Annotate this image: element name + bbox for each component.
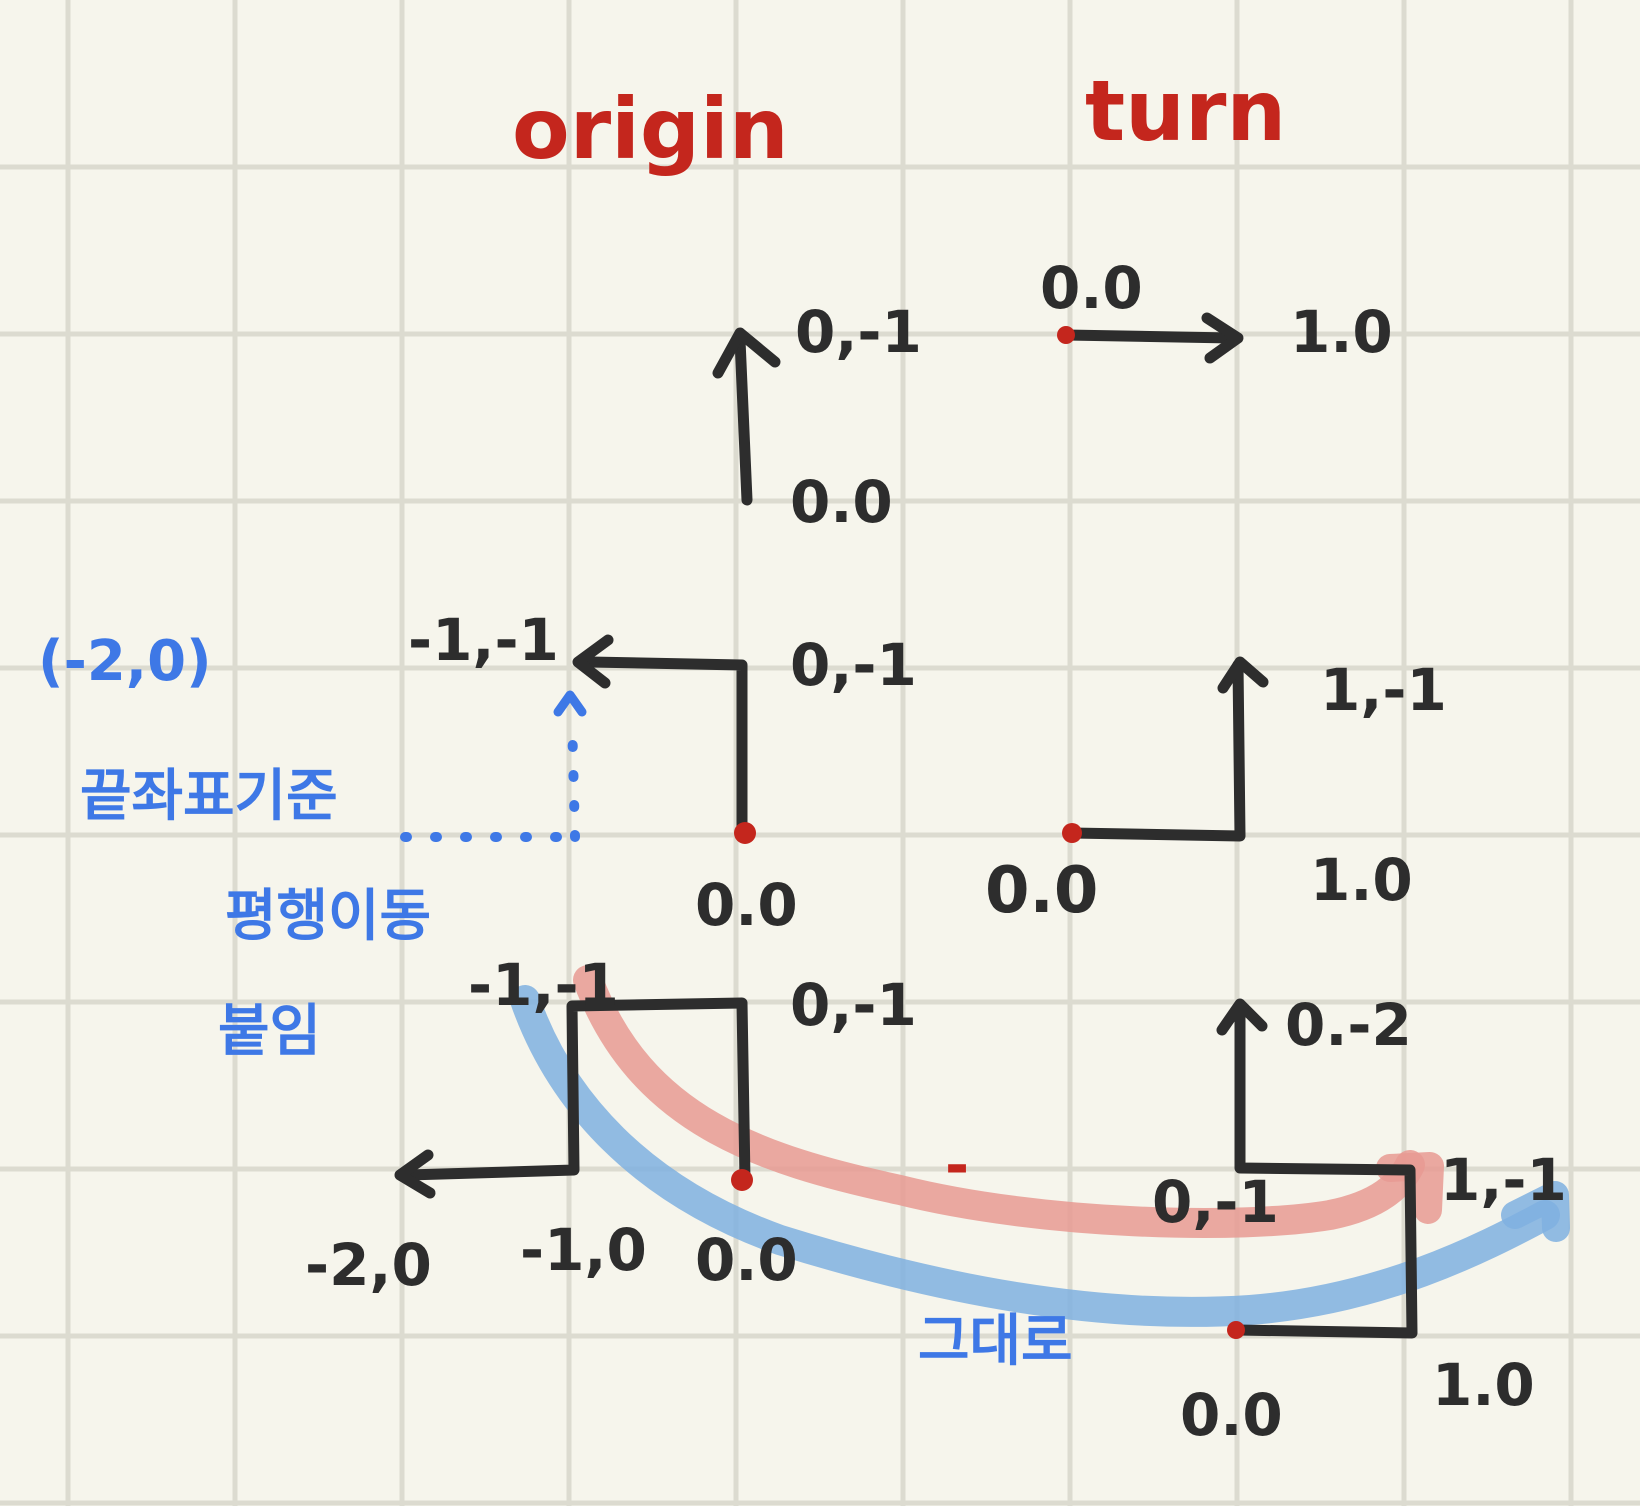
red-highlight-curve bbox=[573, 965, 1425, 1238]
turn-row2-start-label: 0.0 bbox=[985, 854, 1098, 928]
origin-row3-start-dot bbox=[731, 1169, 753, 1191]
turn-row3-mid-left-label: 0,-1 bbox=[1152, 1168, 1279, 1236]
blue-highlight-arrowhead bbox=[1501, 1181, 1570, 1242]
origin-row2-dotted-translation bbox=[400, 713, 580, 842]
origin-row3-top-right-label: 0,-1 bbox=[790, 971, 917, 1039]
origin-row1-tip-label: 0,-1 bbox=[795, 298, 922, 366]
annotation-line2: 평행이동 bbox=[225, 884, 431, 949]
turn-row2-tip-label: 1,-1 bbox=[1320, 656, 1447, 724]
turn-row2-start-dot bbox=[1062, 823, 1082, 843]
turn-row3-path bbox=[1216, 998, 1418, 1339]
header-turn: turn bbox=[1085, 62, 1286, 160]
header-origin: origin bbox=[512, 80, 789, 178]
origin-row1-arrow bbox=[712, 327, 781, 506]
turn-row1-end-label: 1.0 bbox=[1290, 298, 1393, 366]
turn-row3-mid-right-label: 1,-1 bbox=[1440, 1146, 1567, 1214]
annotation-bottom: 그대로 bbox=[918, 1309, 1073, 1374]
origin-row3-x-left-label: -2,0 bbox=[305, 1231, 432, 1299]
origin-row2-left-tip-label: -1,-1 bbox=[408, 606, 559, 674]
turn-row1-start-label: 0.0 bbox=[1040, 254, 1143, 322]
annotation-minus: - bbox=[945, 1131, 969, 1199]
turn-row3-corner-label: 1.0 bbox=[1432, 1351, 1535, 1419]
turn-row3-tip-label: 0.-2 bbox=[1285, 991, 1412, 1059]
blue-highlight-curve bbox=[510, 985, 1560, 1327]
origin-row3-x-origin-label: 0.0 bbox=[695, 1226, 798, 1294]
turn-row3-start-dot bbox=[1227, 1321, 1245, 1339]
turn-row2-path bbox=[1066, 656, 1269, 842]
origin-row3-path bbox=[394, 997, 751, 1199]
origin-row2-start-dot bbox=[734, 822, 756, 844]
origin-row2-path bbox=[572, 634, 748, 836]
origin-row1-base-label: 0.0 bbox=[790, 468, 893, 536]
origin-row3-x-mid-label: -1,0 bbox=[520, 1216, 647, 1284]
turn-row1-start-dot bbox=[1057, 326, 1075, 344]
annotation-line3: 붙임 bbox=[218, 999, 321, 1064]
annotation-line1: 끝좌표기준 bbox=[80, 764, 338, 829]
origin-row2-dotted-arrowhead bbox=[553, 690, 587, 717]
origin-row2-base-label: 0.0 bbox=[695, 871, 798, 939]
turn-row3-start-label: 0.0 bbox=[1180, 1381, 1283, 1449]
turn-row1-arrow bbox=[1060, 312, 1244, 364]
annotation-point: (-2,0) bbox=[38, 629, 212, 694]
turn-row2-corner-label: 1.0 bbox=[1310, 846, 1413, 914]
origin-row2-corner-label: 0,-1 bbox=[790, 631, 917, 699]
origin-row3-top-left-label: -1,-1 bbox=[468, 951, 619, 1019]
